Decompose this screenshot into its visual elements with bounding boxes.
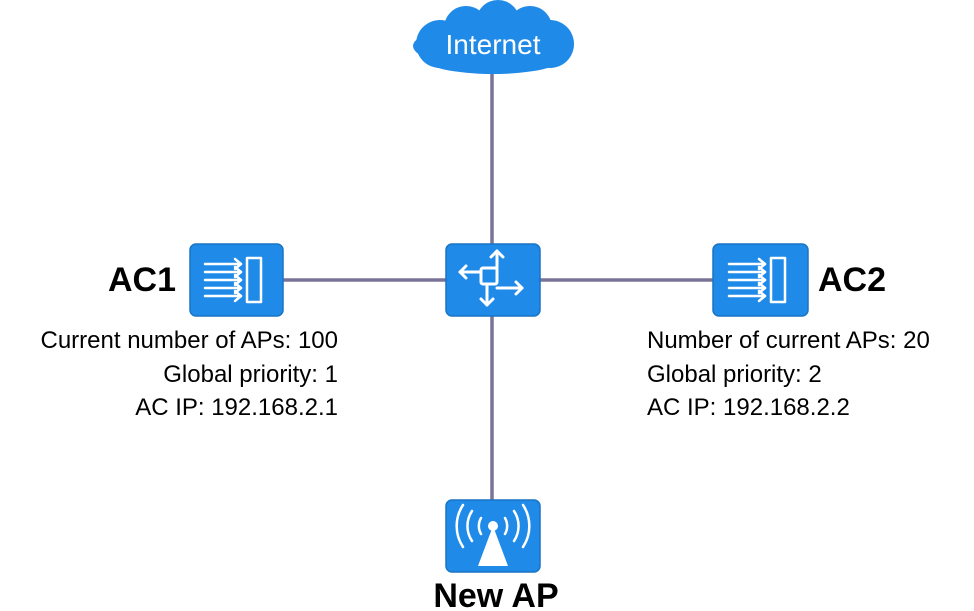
access-point-icon — [455, 503, 531, 566]
access-controller-icon — [727, 256, 787, 304]
cloud-icon — [413, 0, 574, 74]
ac2-node: AC2 Number of current APs: 20 Global pri… — [647, 243, 930, 421]
switch-icon — [458, 249, 524, 307]
switch-box — [445, 243, 541, 317]
ac1-info-line-2: Global priority: 1 — [163, 361, 338, 388]
ac2-label: AC2 — [818, 261, 886, 299]
internet-node: Internet — [413, 0, 574, 74]
new-ap-label: New AP — [433, 577, 558, 611]
ac2-info-line-2: Global priority: 2 — [647, 361, 822, 388]
ac1-node: AC1 Current number of APs: 100 Global pr… — [41, 243, 339, 421]
ac1-label: AC1 — [108, 261, 176, 299]
internet-label: Internet — [446, 29, 541, 60]
ac2-info-line-3: AC IP: 192.168.2.2 — [647, 394, 850, 421]
links — [283, 70, 713, 500]
ac1-info-line-3: AC IP: 192.168.2.1 — [135, 394, 338, 421]
switch-node — [445, 243, 541, 317]
new-ap-node: New AP — [433, 499, 559, 611]
ac1-info-line-1: Current number of APs: 100 — [41, 327, 339, 354]
access-controller-icon — [203, 256, 263, 304]
ac2-info-line-1: Number of current APs: 20 — [647, 327, 930, 354]
